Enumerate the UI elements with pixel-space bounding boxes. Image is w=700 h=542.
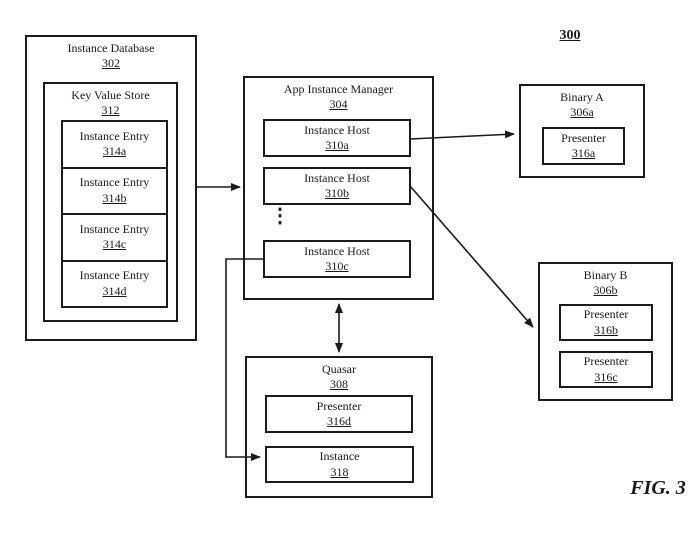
figure-reference-number: 300 — [559, 28, 581, 43]
box-title: App Instance Manager — [283, 82, 394, 96]
key-value-store-label: Key Value Store 312 — [45, 84, 176, 119]
quasar-label: Quasar 308 — [247, 358, 431, 393]
box-ref: 316d — [327, 414, 351, 428]
box-title: Instance Host — [304, 122, 370, 137]
instance-entry-314d: Instance Entry 314d — [63, 259, 166, 307]
instance-host-310b-box: Instance Host 310b — [263, 167, 411, 205]
box-ref: 314d — [102, 283, 127, 298]
instance-entry-label: Instance Entry 314d — [80, 268, 150, 299]
box-ref: 316c — [594, 369, 618, 384]
binary-b-box: Binary B 306b Presenter 316b Presenter 3… — [538, 262, 673, 401]
instance-database-box: Instance Database 302 Key Value Store 31… — [25, 35, 197, 341]
box-ref: 314c — [102, 237, 127, 252]
instance-host-310a-box: Instance Host 310a — [263, 119, 411, 157]
box-ref: 310a — [325, 138, 349, 152]
figure-caption: FIG. 3 — [630, 477, 686, 499]
presenter-316a-box: Presenter 316a — [542, 127, 625, 165]
instance-host-310c-box: Instance Host 310c — [263, 240, 411, 278]
box-ref: 316b — [594, 322, 618, 337]
box-title: Presenter — [583, 307, 629, 322]
binary-a-label: Binary A 306a — [521, 86, 643, 121]
box-title: Key Value Store — [71, 88, 150, 102]
app-instance-manager-box: App Instance Manager 304 Instance Host 3… — [243, 76, 434, 300]
box-title: Instance Entry — [79, 128, 150, 143]
box-title: Presenter — [561, 130, 606, 145]
box-title: Instance Host — [304, 243, 370, 258]
presenter-label: Presenter 316c — [584, 354, 629, 385]
box-title: Instance Entry — [79, 221, 150, 236]
box-title: Quasar — [322, 362, 356, 376]
box-ref: 306a — [570, 105, 594, 120]
box-title: Binary A — [560, 90, 604, 104]
presenter-316d-box: Presenter 316d — [265, 395, 413, 433]
box-ref: 306b — [593, 283, 618, 298]
box-title: Instance — [319, 449, 360, 464]
instance-host-label: Instance Host 310c — [304, 244, 370, 275]
presenter-316b-box: Presenter 316b — [559, 304, 653, 341]
presenter-label: Presenter 316b — [584, 307, 629, 338]
box-ref: 316a — [571, 146, 596, 160]
instance-host-label: Instance Host 310b — [304, 171, 370, 202]
vertical-ellipsis: ⋮ — [270, 205, 290, 227]
box-title: Instance Entry — [79, 175, 150, 190]
instance-318-box: Instance 318 — [265, 446, 414, 483]
box-title: Presenter — [583, 354, 629, 369]
box-ref: 310c — [325, 259, 349, 273]
quasar-box: Quasar 308 Presenter 316d Instance 318 — [245, 356, 433, 498]
box-ref: 314b — [102, 190, 127, 205]
instance-database-label: Instance Database 302 — [27, 37, 195, 72]
box-title: Instance Entry — [79, 268, 150, 283]
box-ref: 310b — [325, 186, 349, 200]
box-title: Presenter — [316, 398, 362, 413]
key-value-store-box: Key Value Store 312 Instance Entry 314a … — [43, 82, 178, 322]
box-title: Instance Database — [67, 41, 155, 55]
app-instance-manager-label: App Instance Manager 304 — [245, 78, 432, 113]
instance-entry-label: Instance Entry 314a — [80, 129, 150, 160]
instance-entry-314b: Instance Entry 314b — [63, 166, 166, 214]
presenter-316c-box: Presenter 316c — [559, 351, 653, 388]
box-title: Instance Host — [304, 170, 370, 185]
presenter-label: Presenter 316d — [317, 399, 362, 430]
instance-entry-314a: Instance Entry 314a — [63, 122, 166, 167]
box-ref: 304 — [329, 97, 348, 112]
box-title: Binary B — [583, 268, 628, 282]
instance-entry-label: Instance Entry 314c — [80, 222, 150, 253]
instance-entry-stack: Instance Entry 314a Instance Entry 314b … — [61, 120, 168, 308]
instance-label: Instance 318 — [320, 449, 360, 480]
instance-host-label: Instance Host 310a — [304, 123, 370, 154]
box-ref: 318 — [330, 464, 349, 479]
instance-entry-314c: Instance Entry 314c — [63, 213, 166, 260]
presenter-label: Presenter 316a — [561, 131, 606, 162]
instance-entry-label: Instance Entry 314b — [80, 175, 150, 206]
box-ref: 314a — [102, 144, 127, 159]
box-ref: 312 — [101, 103, 120, 118]
binary-b-label: Binary B 306b — [540, 264, 671, 299]
binary-a-box: Binary A 306a Presenter 316a — [519, 84, 645, 178]
box-ref: 302 — [102, 56, 120, 71]
box-ref: 308 — [330, 377, 348, 392]
